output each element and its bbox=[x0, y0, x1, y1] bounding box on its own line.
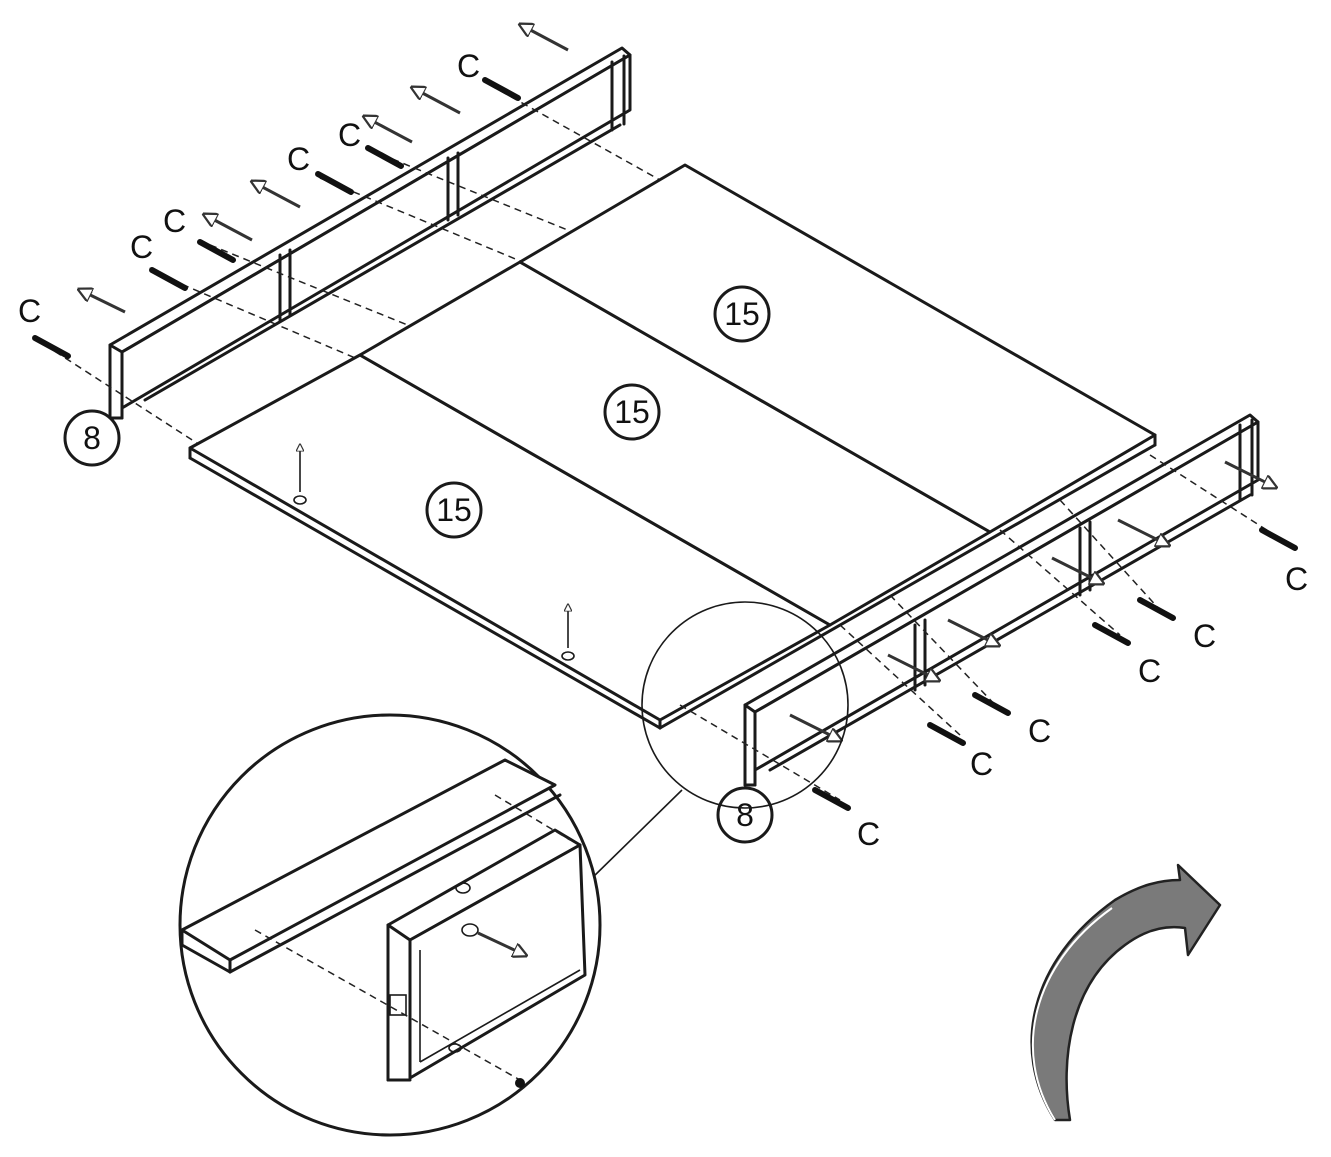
screw-label: C bbox=[857, 816, 880, 852]
screw-label: C bbox=[338, 117, 361, 153]
panels bbox=[188, 163, 1157, 730]
screws-front bbox=[812, 527, 1298, 811]
pull-arrows-front bbox=[789, 460, 1275, 740]
screw-label: C bbox=[457, 48, 480, 84]
screw-label: C bbox=[18, 293, 41, 329]
screw-label: C bbox=[163, 203, 186, 239]
front-frame-rail bbox=[743, 413, 1260, 787]
screw-labels: C C C C C C C C C C C C bbox=[18, 48, 1308, 852]
pull-arrows-back bbox=[80, 25, 569, 314]
curved-rotate-arrow-icon bbox=[1030, 863, 1222, 1122]
screw-label: C bbox=[130, 229, 153, 265]
frame-number: 8 bbox=[736, 797, 754, 833]
panel-number: 15 bbox=[436, 492, 472, 528]
panel-number: 15 bbox=[724, 296, 760, 332]
part-callouts: 8 8 15 15 15 bbox=[63, 285, 774, 844]
screw-label: C bbox=[287, 141, 310, 177]
screw-label: C bbox=[1285, 561, 1308, 597]
alignment-lines-back bbox=[44, 84, 661, 446]
screw-label: C bbox=[1028, 713, 1051, 749]
back-frame-rail bbox=[108, 46, 632, 420]
detail-magnifier bbox=[178, 601, 849, 1137]
panel-number: 15 bbox=[614, 394, 650, 430]
screw-label: C bbox=[1193, 618, 1216, 654]
screw-label: C bbox=[1138, 653, 1161, 689]
frame-number: 8 bbox=[83, 420, 101, 456]
screw-label: C bbox=[970, 746, 993, 782]
screws-back bbox=[32, 77, 521, 359]
